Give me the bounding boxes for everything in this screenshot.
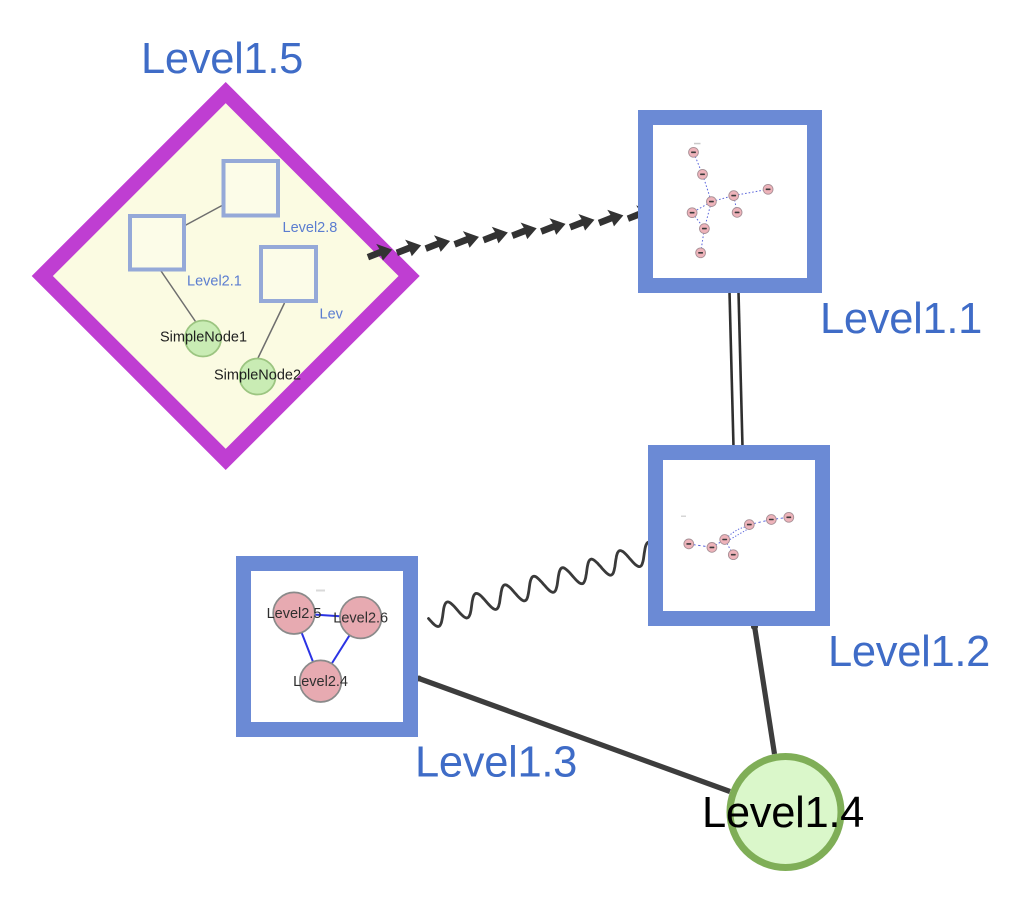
svg-text:Level2.8: Level2.8 xyxy=(283,220,338,236)
svg-text:Level2.5: Level2.5 xyxy=(267,606,322,622)
svg-text:Level2.4: Level2.4 xyxy=(293,674,348,690)
svg-text:Level1.5: Level1.5 xyxy=(141,35,303,83)
svg-text:Level1.2: Level1.2 xyxy=(828,628,990,676)
svg-text:SimpleNode2: SimpleNode2 xyxy=(214,368,301,384)
svg-text:Level1.1: Level1.1 xyxy=(820,295,982,343)
svg-text:Level2.6: Level2.6 xyxy=(333,611,388,627)
svg-text:Lev: Lev xyxy=(320,307,344,323)
svg-text:Level1.3: Level1.3 xyxy=(415,739,577,787)
svg-text:Level2.1: Level2.1 xyxy=(187,274,242,290)
svg-text:Level1.4: Level1.4 xyxy=(702,789,864,837)
svg-text:SimpleNode1: SimpleNode1 xyxy=(160,330,247,346)
